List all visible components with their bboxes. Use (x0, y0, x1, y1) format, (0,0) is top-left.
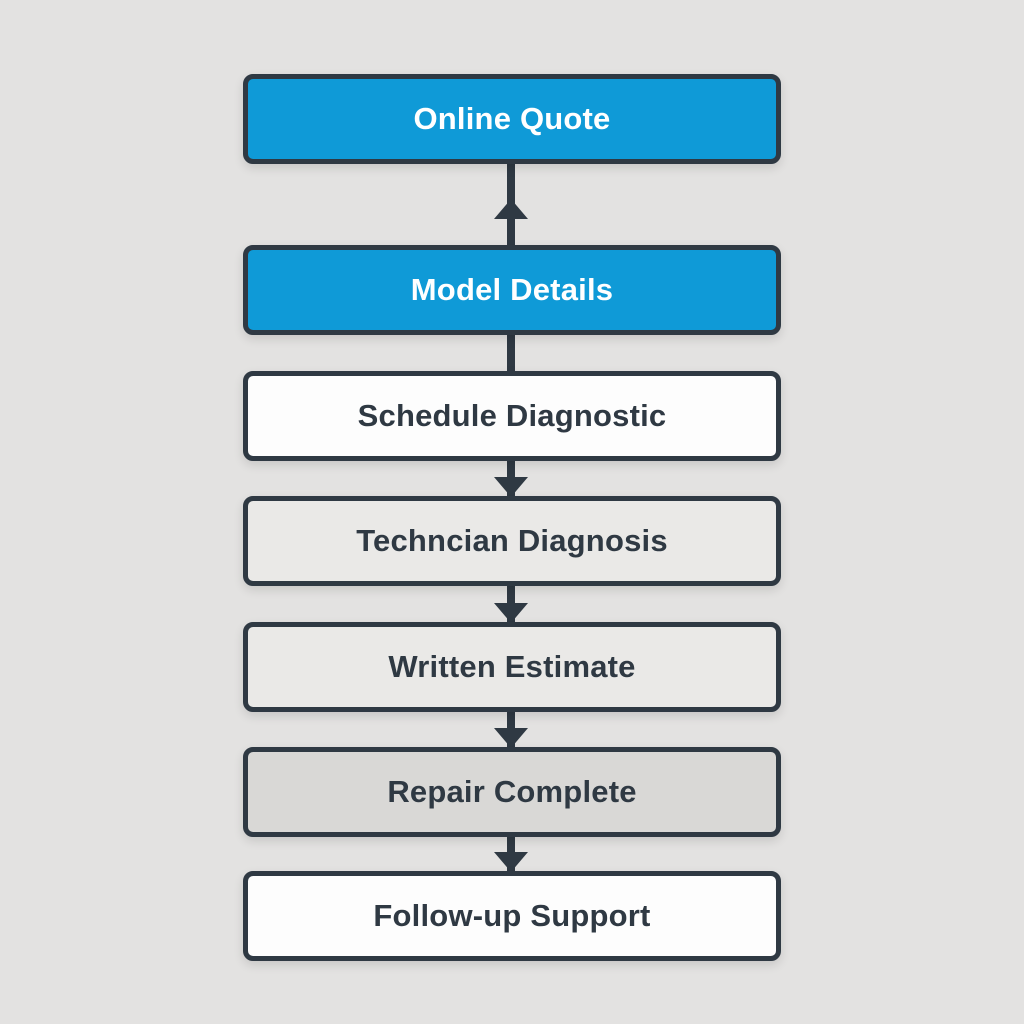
connector-repair-complete-to-follow-up-support (478, 836, 544, 872)
connector-techncian-diagnosis-to-written-estimate (478, 585, 544, 623)
arrowhead-down-icon (494, 728, 528, 748)
arrowhead-down-icon (494, 603, 528, 623)
flow-step-label: Repair Complete (387, 774, 637, 809)
arrowhead-up-icon (494, 199, 528, 219)
flow-step-techncian-diagnosis: Techncian Diagnosis (243, 496, 781, 586)
flow-step-model-details: Model Details (243, 245, 781, 335)
connector-schedule-diagnostic-to-techncian-diagnosis (478, 460, 544, 497)
flow-step-label: Model Details (410, 272, 614, 307)
connector-model-details-to-online-quote (478, 163, 544, 246)
flow-step-repair-complete: Repair Complete (243, 747, 781, 837)
flow-step-schedule-diagnostic: Schedule Diagnostic (243, 371, 781, 461)
connector-line (507, 334, 515, 372)
flow-step-written-estimate: Written Estimate (243, 622, 781, 712)
flow-step-follow-up-support: Follow-up Support (243, 871, 781, 961)
connector-written-estimate-to-repair-complete (478, 711, 544, 748)
flow-step-label: Techncian Diagnosis (356, 523, 668, 558)
flow-step-label: Online Quote (413, 101, 611, 136)
flow-step-label: Follow-up Support (373, 898, 651, 933)
flow-step-label: Schedule Diagnostic (357, 398, 667, 433)
connector-model-details-to-schedule-diagnostic (478, 334, 544, 372)
arrowhead-down-icon (494, 852, 528, 872)
flow-step-label: Written Estimate (388, 649, 636, 684)
arrowhead-down-icon (494, 477, 528, 497)
flow-step-online-quote: Online Quote (243, 74, 781, 164)
